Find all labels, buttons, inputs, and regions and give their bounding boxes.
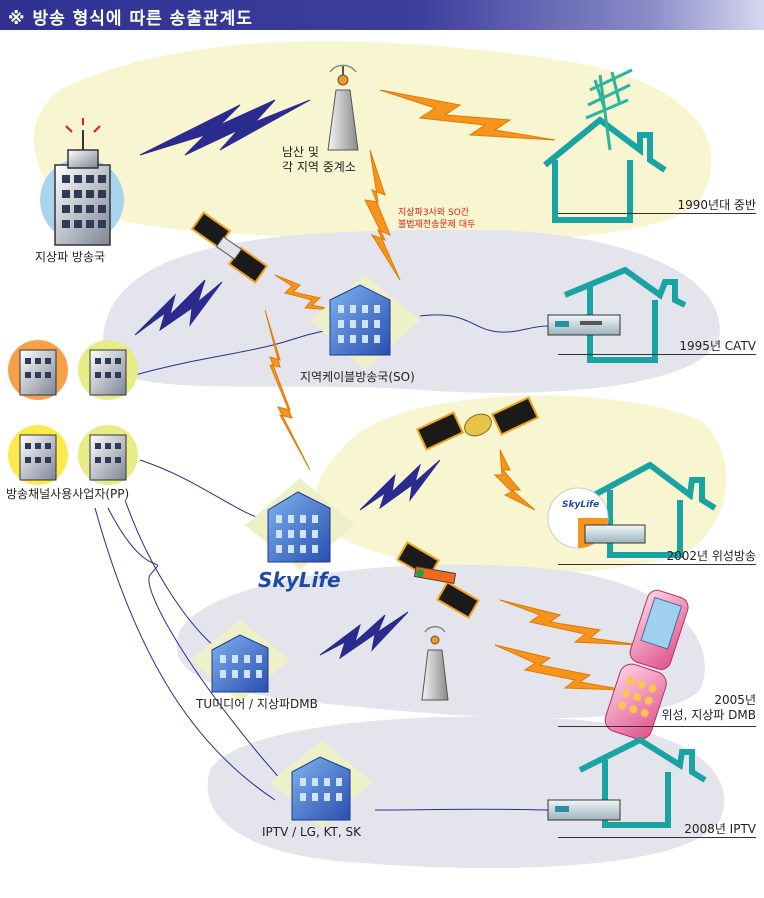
label-skylife-logo: SkyLife: [258, 568, 341, 592]
year-rule: [558, 213, 756, 214]
lightning-icon: [359, 459, 441, 511]
band-1990: [33, 41, 712, 242]
label-iptv-provider: IPTV / LG, KT, SK: [262, 825, 361, 839]
skylife-station: [245, 478, 355, 570]
house-icon: [543, 116, 667, 223]
label-set-top-skylife: SkyLife: [562, 500, 600, 510]
page-title: ※ 방송 형식에 따른 송출관계도: [8, 9, 253, 29]
house-2002: [583, 461, 717, 558]
satellite-3: [396, 540, 480, 620]
house-icon: [578, 736, 707, 828]
tu-station: [190, 620, 290, 702]
year-label-2: 2002년 위성방송: [666, 549, 756, 563]
iptv-station: [270, 740, 372, 828]
lightning-icon: [134, 279, 223, 336]
terrestrial-station-building: [40, 118, 124, 246]
label-pp: 방송채널사용사업자(PP): [6, 487, 130, 501]
link-pp-so: [134, 329, 331, 376]
building-icon: [267, 491, 331, 563]
so-station: [310, 275, 420, 370]
set-top-box-icon: [547, 799, 621, 821]
year-label-0: 1990년대 중반: [677, 198, 756, 212]
year-rule: [558, 837, 756, 838]
set-top-box-2008: [547, 799, 621, 821]
title-bar: ※ 방송 형식에 따른 송출관계도: [0, 0, 764, 30]
year-label-4: 2008년 IPTV: [684, 822, 756, 836]
label-tu: TU미디어 / 지상파DMB: [196, 697, 318, 711]
pp-buildings: [8, 340, 138, 485]
satellite-2: [415, 396, 540, 451]
tower-icon: [421, 649, 449, 701]
lightning-icon: [364, 149, 401, 281]
label-terrestrial: 지상파 방송국: [35, 250, 106, 264]
set-top-box-icon: [584, 524, 646, 544]
tower-icon: [327, 89, 359, 151]
year-label-3: 2005년 위성, 지상파 DMB: [661, 693, 756, 722]
lightning-icon: [319, 611, 409, 660]
lightning-icon: [379, 89, 556, 141]
link-pp-skylife: [139, 459, 271, 523]
house-1990: [543, 116, 667, 223]
antenna-icon: [585, 68, 633, 151]
lightning-icon: [139, 99, 311, 156]
link-pp-long: [94, 507, 276, 801]
house-2008: [578, 736, 707, 828]
year-rule: [558, 354, 756, 355]
building-icon: [291, 756, 351, 821]
satellite-icon: [415, 411, 465, 451]
label-relay: 남산 및 각 지역 중계소: [282, 145, 356, 174]
lightning-icon: [264, 309, 311, 471]
satellite-1: [190, 211, 269, 284]
set-top-box-catv: [547, 314, 621, 336]
dmb-phone: [604, 589, 689, 740]
year-rule: [558, 726, 756, 727]
diagram-canvas: 지상파 방송국 남산 및 각 지역 중계소 지상파3사와 SO간 불법재전송문제…: [0, 30, 764, 894]
house-icon: [583, 461, 717, 558]
dmb-tower: [421, 625, 449, 701]
note-illegal-retransmission: 지상파3사와 SO간 불법재전송문제 대두: [398, 208, 476, 230]
lightning-icon: [493, 449, 536, 511]
relay-tower: [327, 64, 359, 151]
diagram-svg: [8, 41, 727, 869]
label-so: 지역케이블방송국(SO): [300, 370, 415, 384]
year-label-1: 1995년 CATV: [679, 339, 756, 353]
set-top-box-2002: [584, 524, 646, 544]
link-so-catv: [419, 314, 549, 333]
link-pp-iptv: [107, 507, 291, 791]
link-iptv-box: [374, 808, 549, 811]
year-rule: [558, 564, 756, 565]
